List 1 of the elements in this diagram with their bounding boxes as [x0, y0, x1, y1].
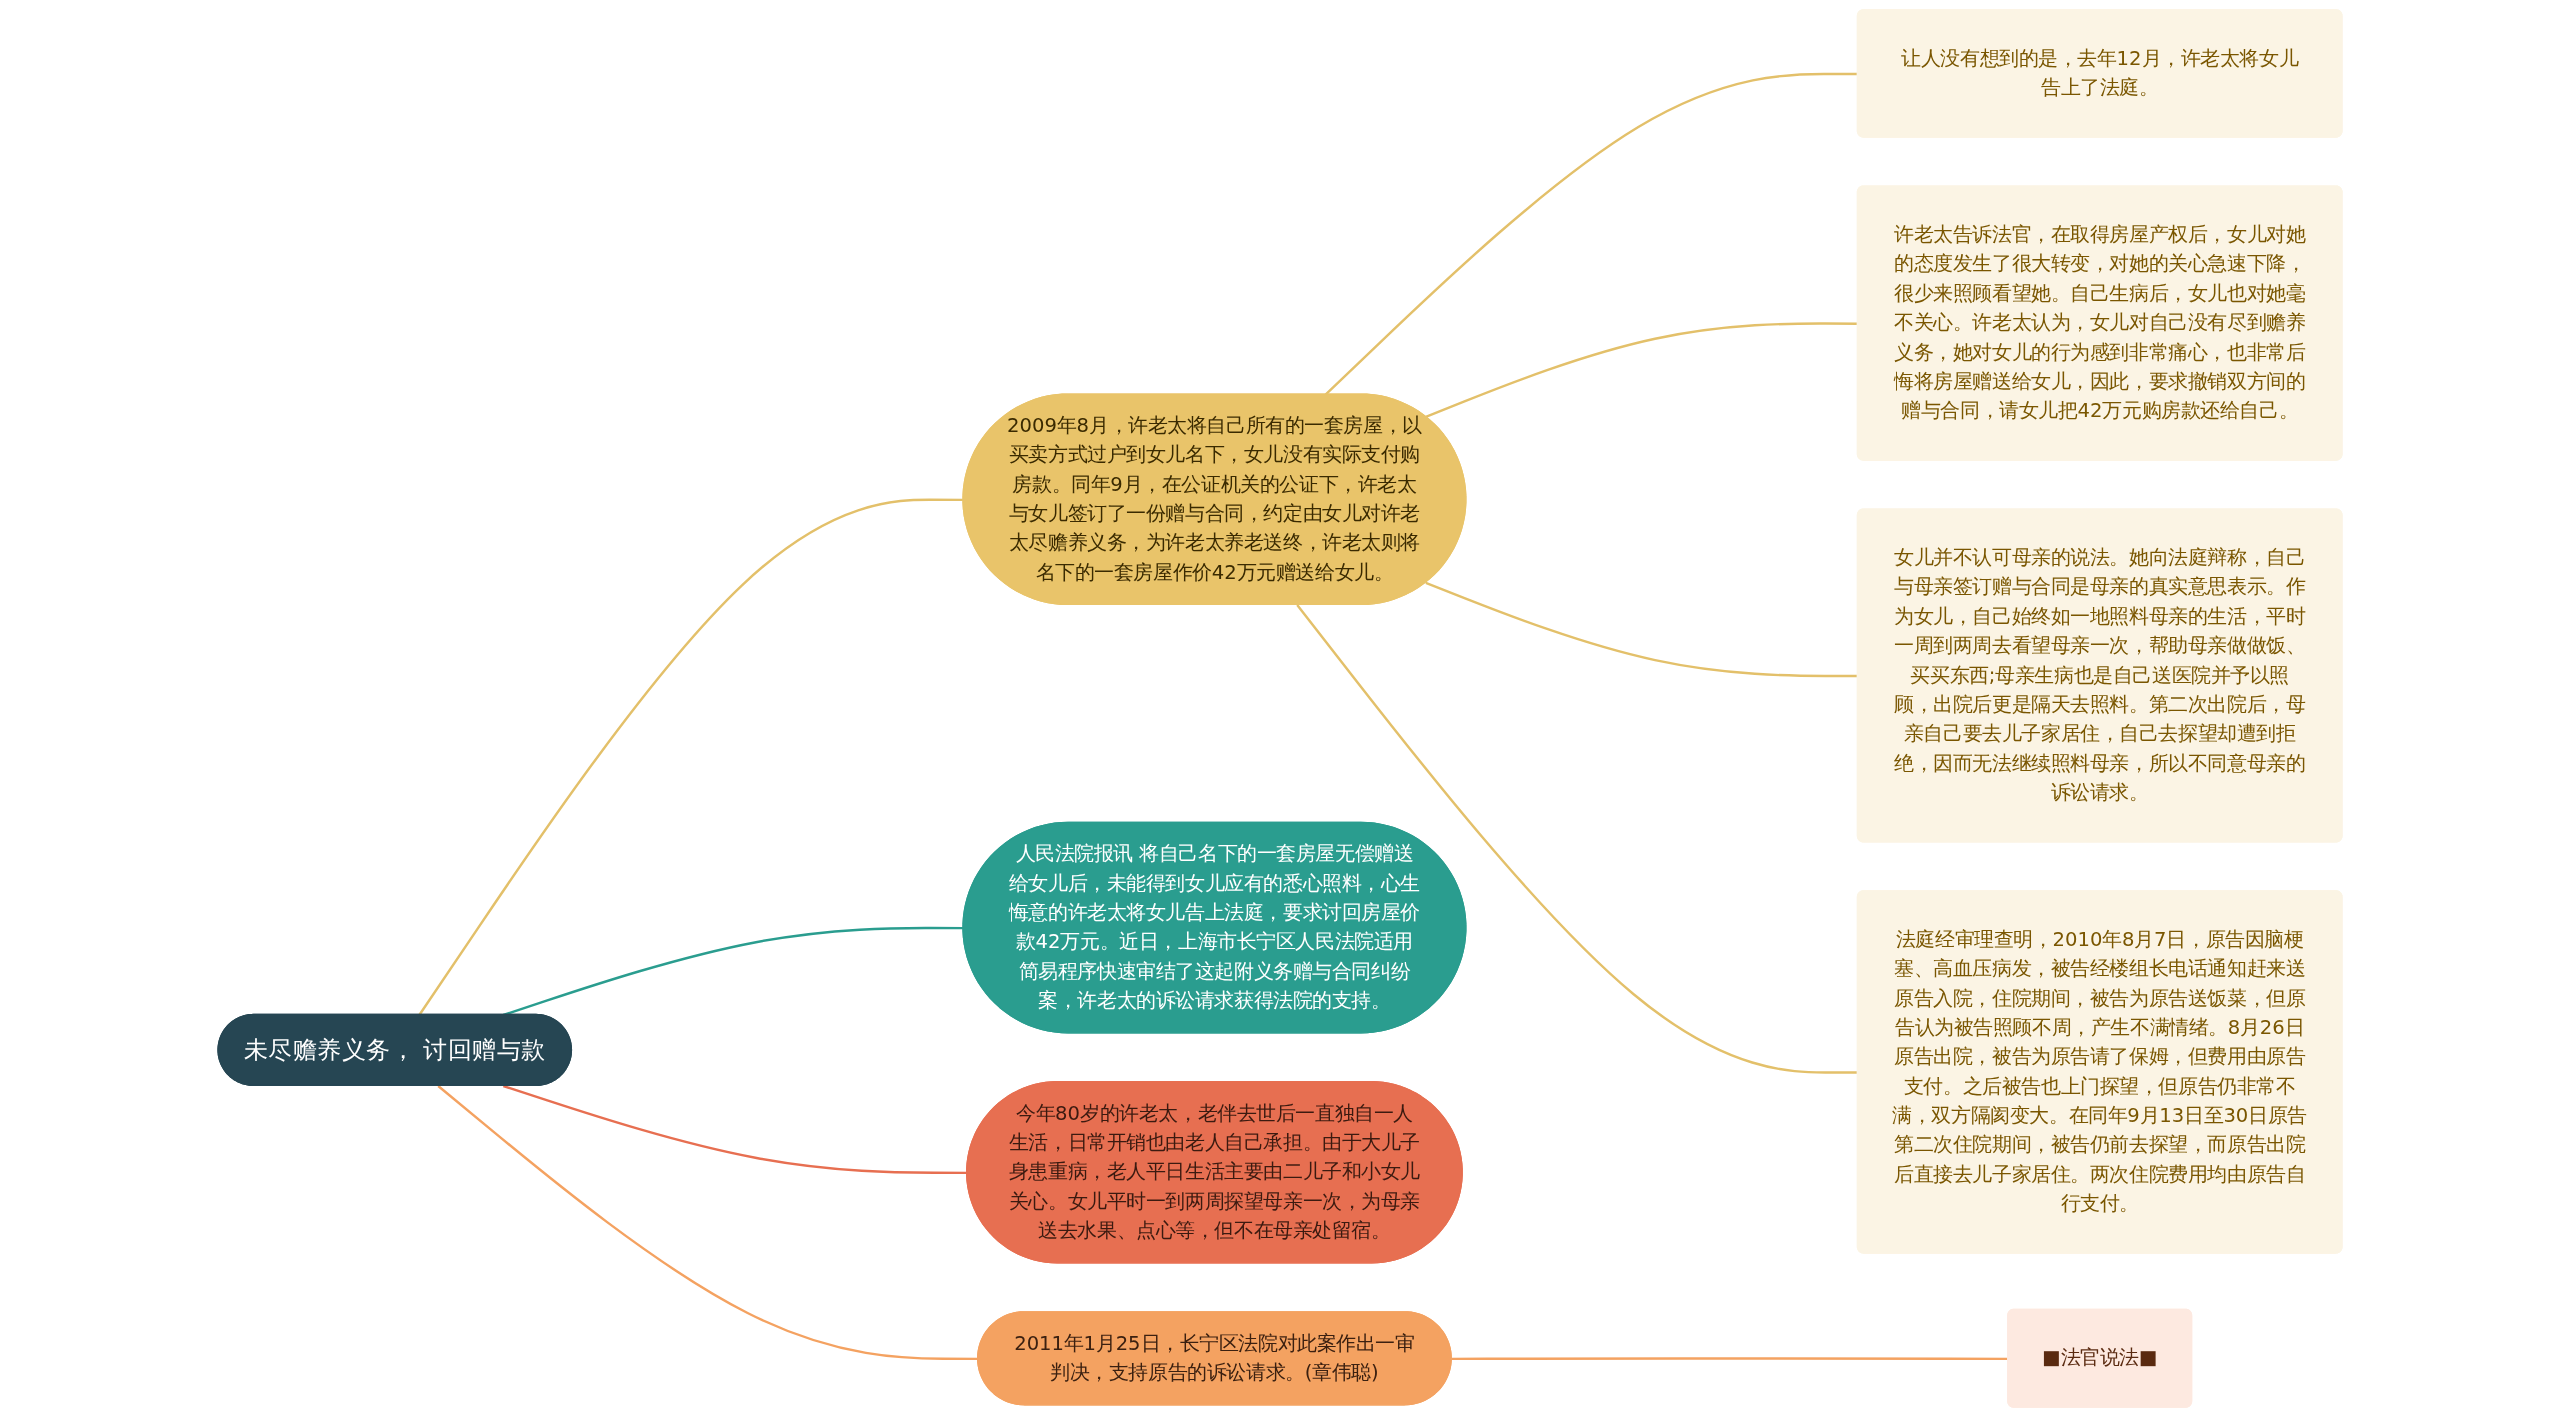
- connector: [418, 498, 964, 1016]
